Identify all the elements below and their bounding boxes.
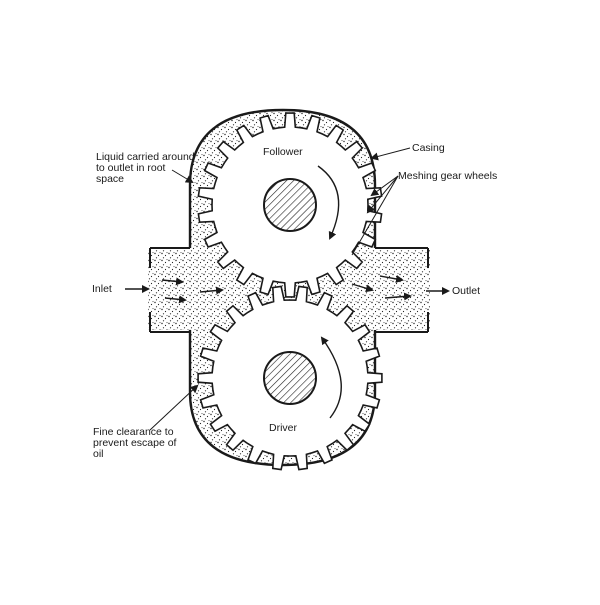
- driver-rotation-arrow: [320, 336, 342, 419]
- follower-label: Follower: [263, 146, 303, 158]
- outlet-label: Outlet: [452, 285, 481, 297]
- flow-arrows: [125, 274, 450, 304]
- follower-shaft: [263, 178, 317, 232]
- liquid-carried-line-3: space: [96, 173, 125, 185]
- outlet-port: [375, 247, 429, 333]
- driver-shaft: [263, 351, 317, 405]
- inlet-port: [149, 247, 190, 333]
- meshing-gear-wheels-label: Meshing gear wheels: [398, 170, 498, 182]
- leader-lines: [149, 147, 411, 431]
- fine-clearance-label: Fine clearance to prevent escape of oil: [93, 427, 176, 460]
- liquid-carried-line-1: Liquid carried around: [96, 151, 195, 163]
- follower-rotation-arrow: [317, 165, 340, 240]
- fine-clearance-line-2: prevent escape of: [93, 437, 177, 449]
- liquid-carried-line-2: to outlet in root: [96, 162, 166, 174]
- driver-label: Driver: [269, 422, 297, 434]
- casing-label: Casing: [412, 142, 445, 154]
- fine-clearance-line-1: Fine clearance to: [93, 426, 174, 438]
- inlet-label: Inlet: [92, 283, 112, 295]
- fine-clearance-line-3: oil: [93, 448, 104, 460]
- liquid-carried-label: Liquid carried around to outlet in root …: [96, 152, 195, 185]
